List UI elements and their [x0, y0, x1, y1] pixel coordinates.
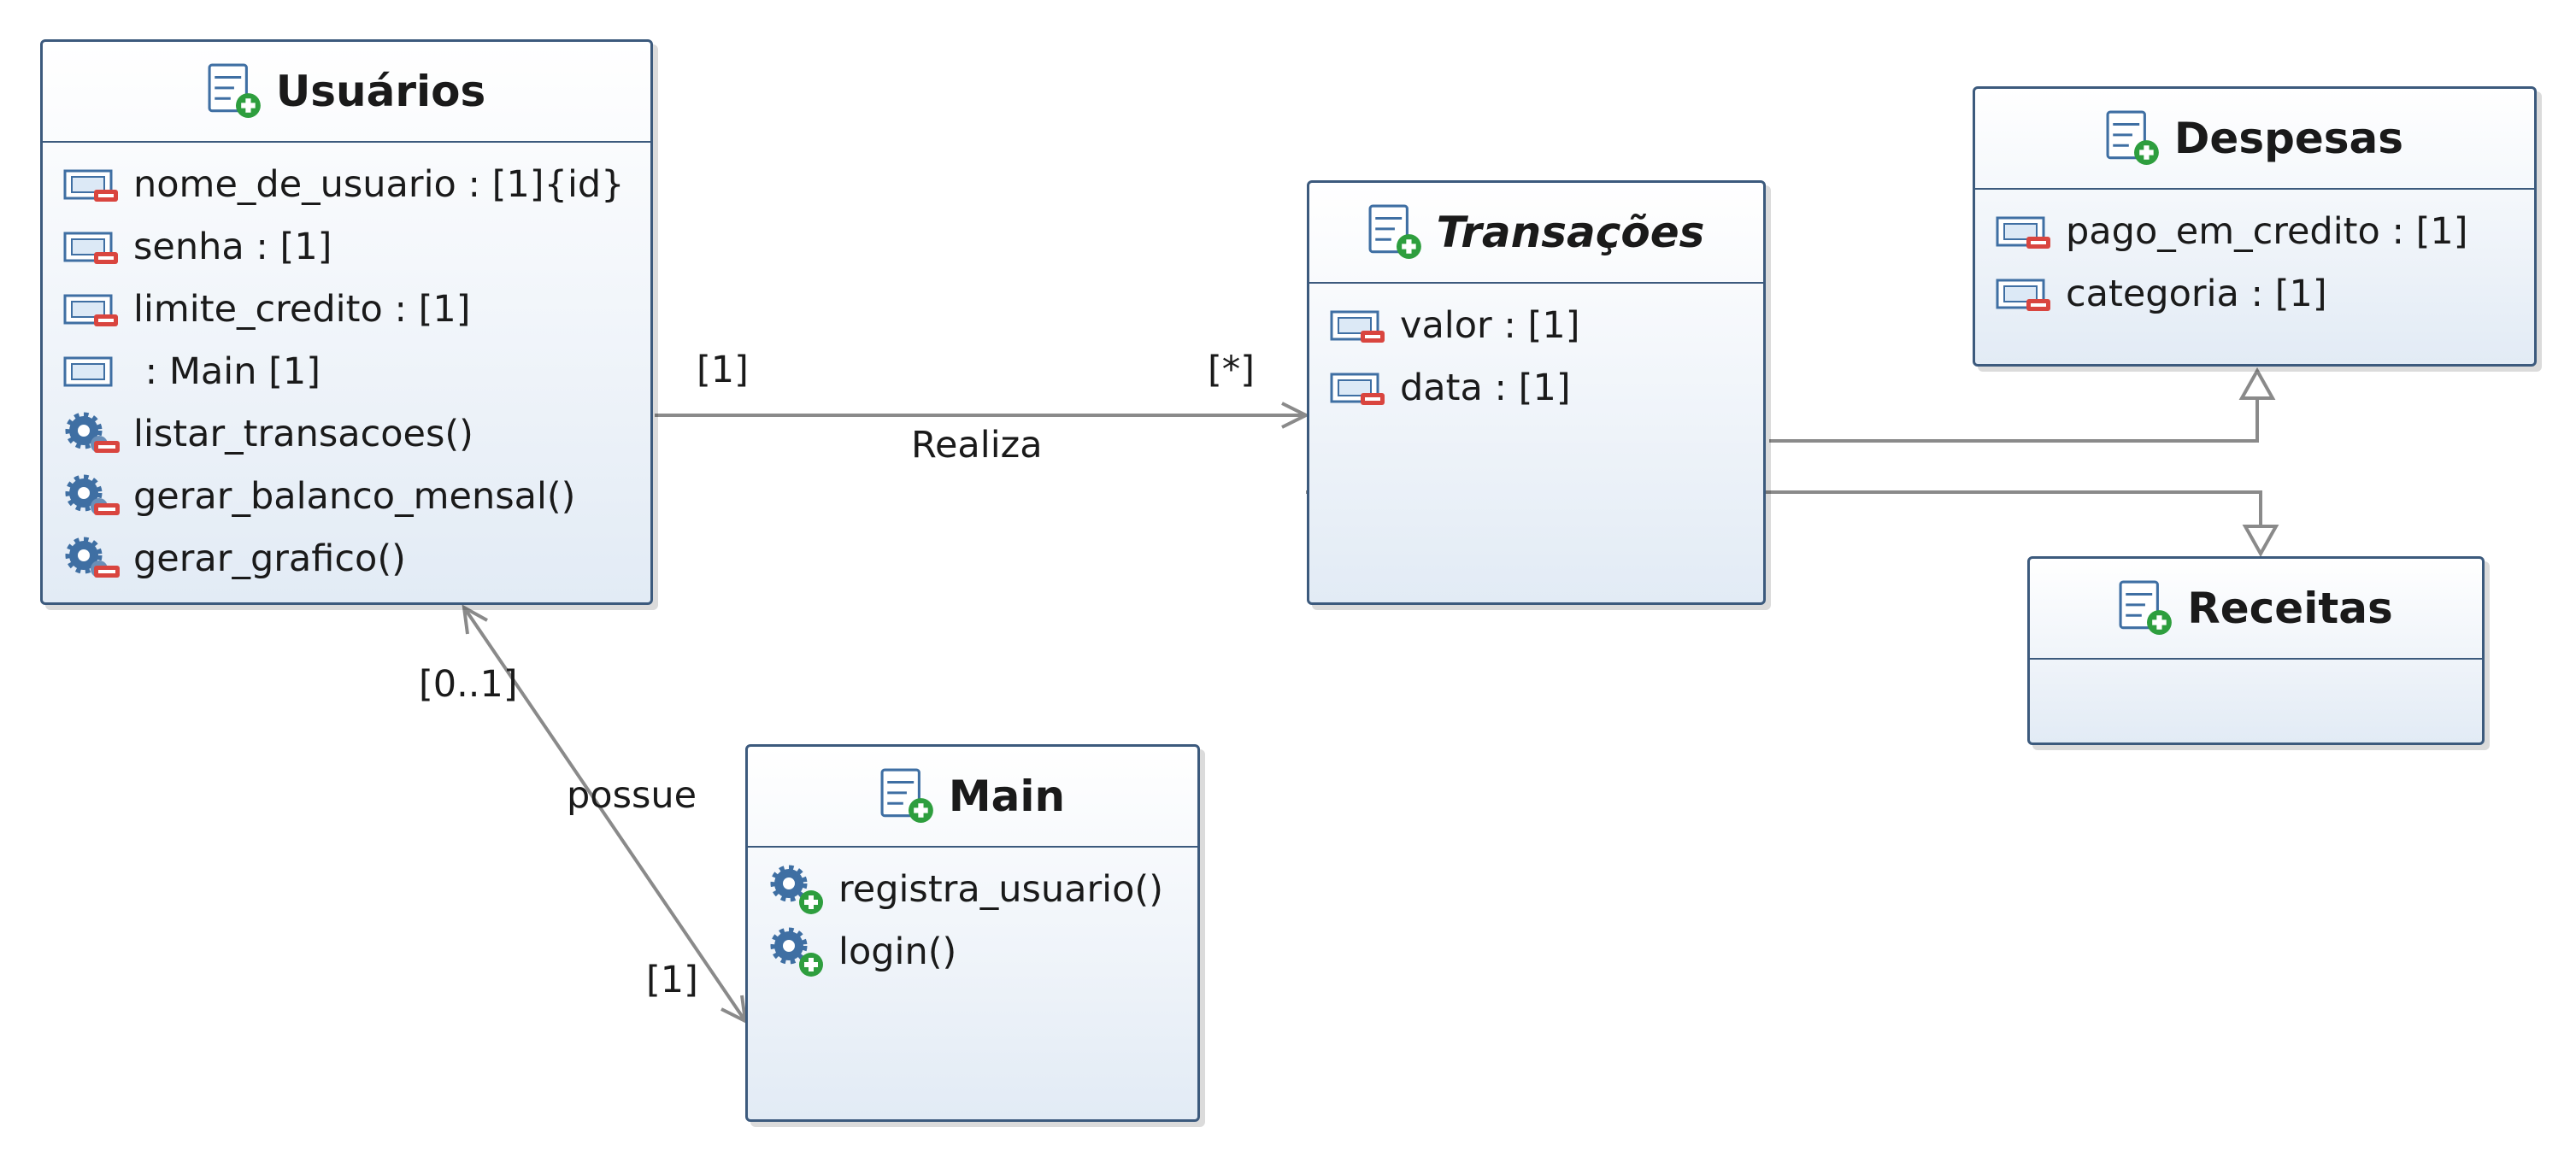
operation-row[interactable]: gerar_grafico(): [63, 527, 650, 590]
operation-label: registra_usuario(): [838, 867, 1163, 911]
class-despesas[interactable]: Despesas pago_em_credito : [1] categoria…: [1973, 86, 2537, 367]
attribute-row[interactable]: senha : [1]: [63, 215, 650, 278]
class-name[interactable]: Main: [948, 772, 1066, 821]
possue-association-line[interactable]: [462, 606, 747, 1023]
class-main[interactable]: Main registra_usuario() login(): [745, 744, 1200, 1122]
possue-arrowhead-source: [462, 604, 488, 635]
attribute-label: pago_em_credito : [1]: [2066, 209, 2468, 253]
class-members: registra_usuario() login(): [748, 848, 1197, 983]
private-operation-icon: [63, 472, 120, 520]
class-header: Transações: [1309, 183, 1763, 284]
private-attribute-icon: [63, 294, 120, 327]
private-attribute-icon: [1330, 373, 1386, 406]
generalization-to-despesas[interactable]: [1769, 398, 2259, 443]
private-operation-icon: [63, 535, 120, 583]
class-name[interactable]: Despesas: [2173, 114, 2404, 163]
attribute-row[interactable]: categoria : [1]: [1996, 262, 2534, 325]
private-attribute-icon: [63, 169, 120, 202]
operation-label: listar_transacoes(): [133, 412, 473, 455]
class-header: Usuários: [43, 42, 650, 143]
private-operation-icon: [63, 410, 120, 458]
class-members: nome_de_usuario : [1]{id} senha : [1] li…: [43, 143, 650, 590]
attribute-row[interactable]: pago_em_credito : [1]: [1996, 200, 2534, 262]
class-icon: [880, 768, 935, 825]
operation-row[interactable]: gerar_balanco_mensal(): [63, 465, 650, 527]
class-name[interactable]: Receitas: [2187, 584, 2393, 633]
private-attribute-icon: [1330, 310, 1386, 343]
operation-label: gerar_grafico(): [133, 537, 406, 580]
operation-row[interactable]: registra_usuario(): [768, 858, 1197, 920]
attribute-row[interactable]: valor : [1]: [1330, 294, 1763, 356]
possue-association-name: possue: [567, 774, 697, 817]
class-icon: [208, 63, 262, 120]
class-members: pago_em_credito : [1] categoria : [1]: [1975, 190, 2534, 325]
private-attribute-icon: [1996, 216, 2052, 249]
attribute-label: nome_de_usuario : [1]{id}: [133, 162, 625, 206]
class-header: Receitas: [2030, 559, 2482, 660]
public-operation-icon: [768, 863, 825, 916]
class-icon: [2106, 110, 2161, 167]
attribute-row[interactable]: : Main [1]: [63, 340, 650, 402]
attribute-label: limite_credito : [1]: [133, 287, 471, 331]
attribute-label: data : [1]: [1400, 366, 1571, 409]
attribute-label: categoria : [1]: [2066, 272, 2327, 315]
class-transacoes[interactable]: Transações valor : [1] data : [1]: [1307, 180, 1766, 605]
class-usuarios[interactable]: Usuários nome_de_usuario : [1]{id} senha…: [40, 39, 653, 605]
attribute-label: senha : [1]: [133, 225, 332, 268]
possue-target-multiplicity: [1]: [646, 959, 698, 1001]
class-name[interactable]: Usuários: [275, 67, 486, 116]
class-header: Main: [748, 747, 1197, 848]
class-members: valor : [1] data : [1]: [1309, 284, 1763, 419]
attribute-icon: [63, 356, 113, 386]
realiza-arrowhead: [1281, 402, 1310, 429]
attribute-label: valor : [1]: [1400, 303, 1580, 347]
realiza-target-multiplicity: [*]: [1208, 349, 1256, 391]
attribute-row[interactable]: nome_de_usuario : [1]{id}: [63, 153, 650, 215]
operation-label: gerar_balanco_mensal(): [133, 474, 576, 518]
public-operation-icon: [768, 925, 825, 978]
attribute-row[interactable]: limite_credito : [1]: [63, 278, 650, 340]
class-icon: [1368, 204, 1423, 261]
operation-label: login(): [838, 930, 957, 973]
operation-row[interactable]: listar_transacoes(): [63, 402, 650, 465]
class-name[interactable]: Transações: [1436, 208, 1705, 257]
generalization-to-despesas-head: [2238, 367, 2276, 400]
realiza-association-name: Realiza: [911, 424, 1043, 467]
realiza-source-multiplicity: [1]: [697, 349, 749, 391]
attribute-label: : Main [1]: [133, 349, 321, 393]
private-attribute-icon: [63, 232, 120, 265]
generalization-to-receitas-head: [2242, 525, 2279, 558]
possue-source-multiplicity: [0..1]: [419, 663, 518, 706]
operation-row[interactable]: login(): [768, 920, 1197, 983]
attribute-row[interactable]: data : [1]: [1330, 356, 1763, 419]
private-attribute-icon: [1996, 279, 2052, 312]
class-receitas[interactable]: Receitas: [2027, 556, 2485, 745]
class-header: Despesas: [1975, 89, 2534, 190]
class-icon: [2119, 580, 2173, 637]
